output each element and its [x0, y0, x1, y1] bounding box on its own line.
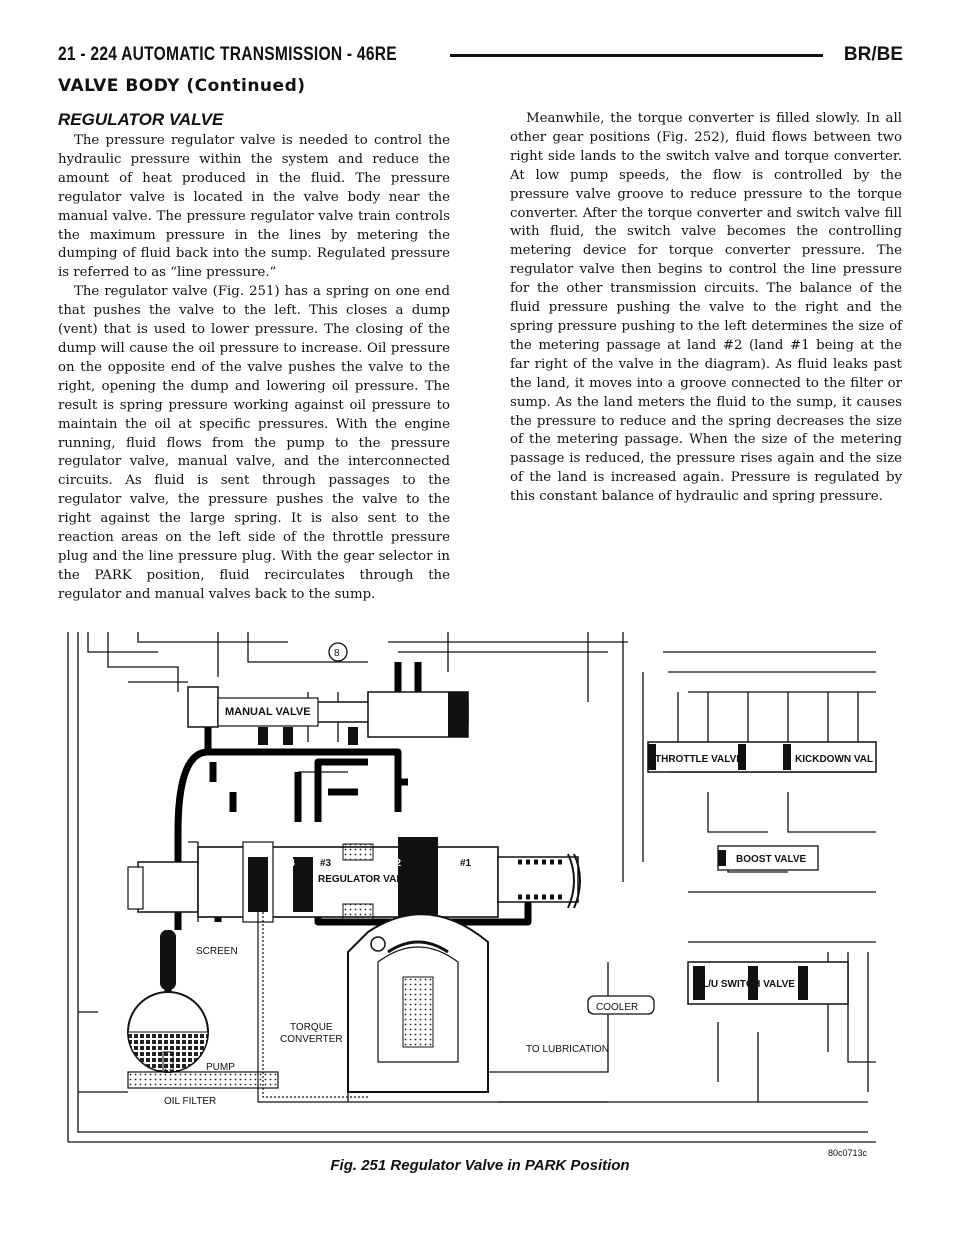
to-lubrication-label: TO LUBRICATION	[526, 1044, 609, 1055]
kickdown-valve-label: KICKDOWN VAL	[795, 754, 873, 765]
circled-callout-8	[328, 642, 348, 662]
manual-valve-label: MANUAL VALVE	[225, 706, 311, 718]
manual-valve	[187, 686, 469, 745]
regulator-valve-diagram: MANUAL VALVE THROTTLE VALVE KICKDOWN VAL…	[67, 632, 877, 1158]
header-rule	[450, 54, 823, 57]
lu-switch-valve	[687, 961, 849, 1005]
pump-label: PUMP	[206, 1062, 235, 1073]
screen-label: SCREEN	[196, 946, 238, 957]
lu-switch-valve-label: L/U SWITCH VALVE	[702, 979, 795, 990]
cooler-label: COOLER	[596, 1002, 638, 1013]
boost-valve-label: BOOST VALVE	[736, 854, 807, 865]
right-column: Meanwhile, the torque converter is fille…	[510, 110, 902, 507]
paragraph: The regulator valve (Fig. 251) has a spr…	[58, 284, 450, 602]
land-3-label: #3	[320, 858, 332, 869]
page-number-and-section: 21 - 224 AUTOMATIC TRANSMISSION - 46RE	[58, 44, 397, 65]
circle-number-label: 8	[334, 648, 340, 659]
figure-caption: Fig. 251 Regulator Valve in PARK Positio…	[330, 1157, 630, 1174]
figure-code: 80c0713c	[828, 1148, 868, 1158]
screen-and-pump	[127, 930, 279, 1089]
land-2-label: #2	[390, 858, 402, 869]
boost-valve	[717, 845, 819, 871]
torque-converter	[347, 913, 489, 1093]
continued-heading: VALVE BODY (Continued)	[58, 76, 306, 96]
paragraph: Meanwhile, the torque converter is fille…	[510, 111, 902, 505]
paragraph: The pressure regulator valve is needed t…	[58, 133, 450, 281]
oil-filter-label: OIL FILTER	[164, 1096, 216, 1107]
regulator-valve	[127, 837, 581, 927]
page-header: 21 - 224 AUTOMATIC TRANSMISSION - 46RE B…	[58, 44, 903, 74]
land-4-label: #4	[284, 858, 296, 869]
throttle-valve-label: THROTTLE VALVE	[655, 754, 743, 765]
model-code: BR/BE	[843, 44, 903, 65]
converter-label: CONVERTER	[280, 1034, 343, 1045]
hydraulic-circuit-drawing: MANUAL VALVE THROTTLE VALVE KICKDOWN VAL…	[67, 632, 877, 1158]
regulator-valve-label: REGULATOR VALVE	[318, 874, 415, 885]
section-title: REGULATOR VALVE	[58, 110, 224, 129]
diagram-labels: MANUAL VALVE THROTTLE VALVE KICKDOWN VAL…	[164, 648, 873, 1158]
torque-label: TORQUE	[290, 1022, 333, 1033]
cooler-box	[587, 995, 655, 1015]
dotted-return-passage	[257, 872, 368, 1103]
left-column: The pressure regulator valve is needed t…	[58, 132, 450, 605]
throttle-kickdown-valve	[647, 741, 877, 773]
land-1-label: #1	[460, 858, 472, 869]
